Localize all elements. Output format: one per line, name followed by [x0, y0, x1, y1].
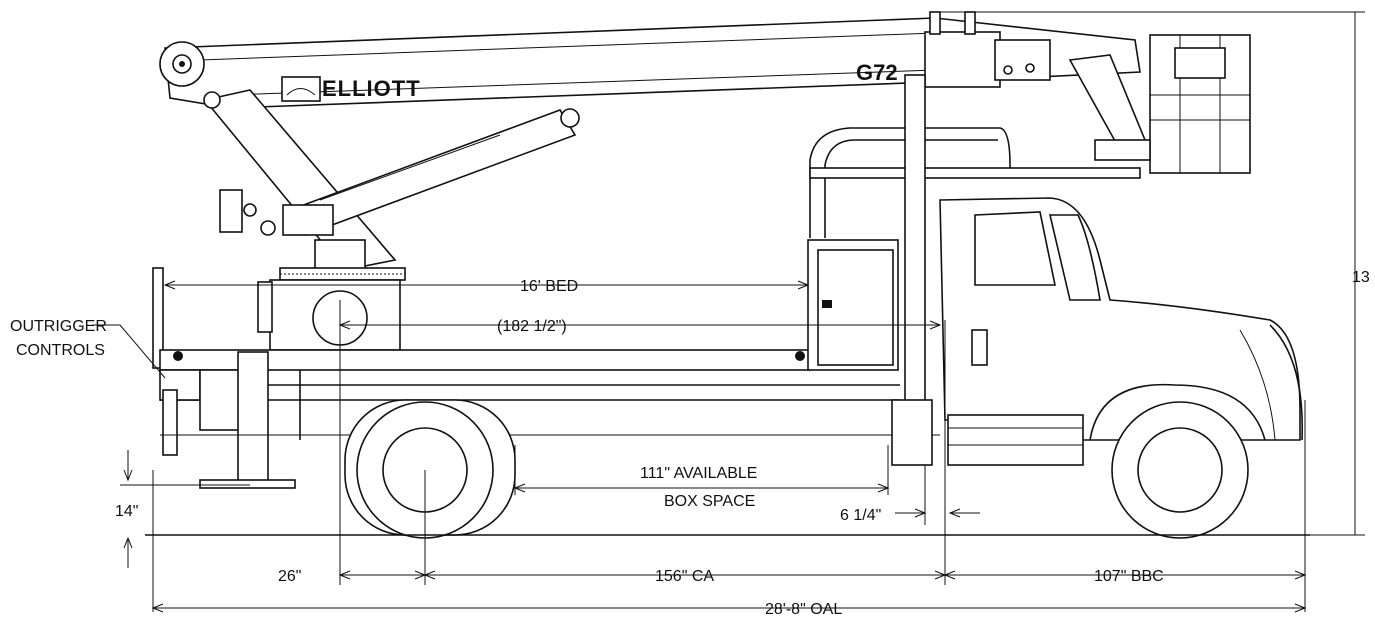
cab-to-axle-label: 156" CA	[655, 568, 714, 585]
ground-clearance-label: 14"	[115, 503, 138, 520]
utility-compartment	[807, 74, 1141, 466]
clearance-label: 6 1/4"	[840, 507, 881, 524]
outrigger-label-line2: CONTROLS	[16, 342, 105, 359]
bed-length-inches-label: (182 1/2")	[497, 318, 567, 335]
front-wheel-icon	[1089, 383, 1266, 539]
model-label: G72	[856, 60, 898, 85]
dimension-lines	[92, 11, 1365, 613]
truck-bed	[152, 267, 940, 489]
outrigger-label-line1: OUTRIGGER	[10, 318, 107, 335]
truck-cab	[939, 197, 1304, 466]
aerial-bucket-icon	[1068, 34, 1251, 174]
box-space-label-line1: 111" AVAILABLE	[640, 465, 757, 482]
overall-length-label: 28'-8" OAL	[765, 601, 842, 618]
bumper-to-cab-label: 107" BBC	[1094, 568, 1164, 585]
boom-assembly: ELLIOTT G72	[159, 11, 1141, 271]
rear-wheel-icon	[344, 399, 516, 539]
dimension-labels: OUTRIGGER CONTROLS 16' BED (182 1/2") 11…	[10, 269, 1370, 618]
brand-logo-text: ELLIOTT	[322, 76, 421, 101]
box-space-label-line2: BOX SPACE	[664, 493, 755, 510]
turntable-icon	[257, 239, 406, 351]
bed-length-label: 16' BED	[520, 278, 578, 295]
overall-height-label: 13	[1352, 269, 1370, 286]
rear-offset-label: 26"	[278, 568, 301, 585]
